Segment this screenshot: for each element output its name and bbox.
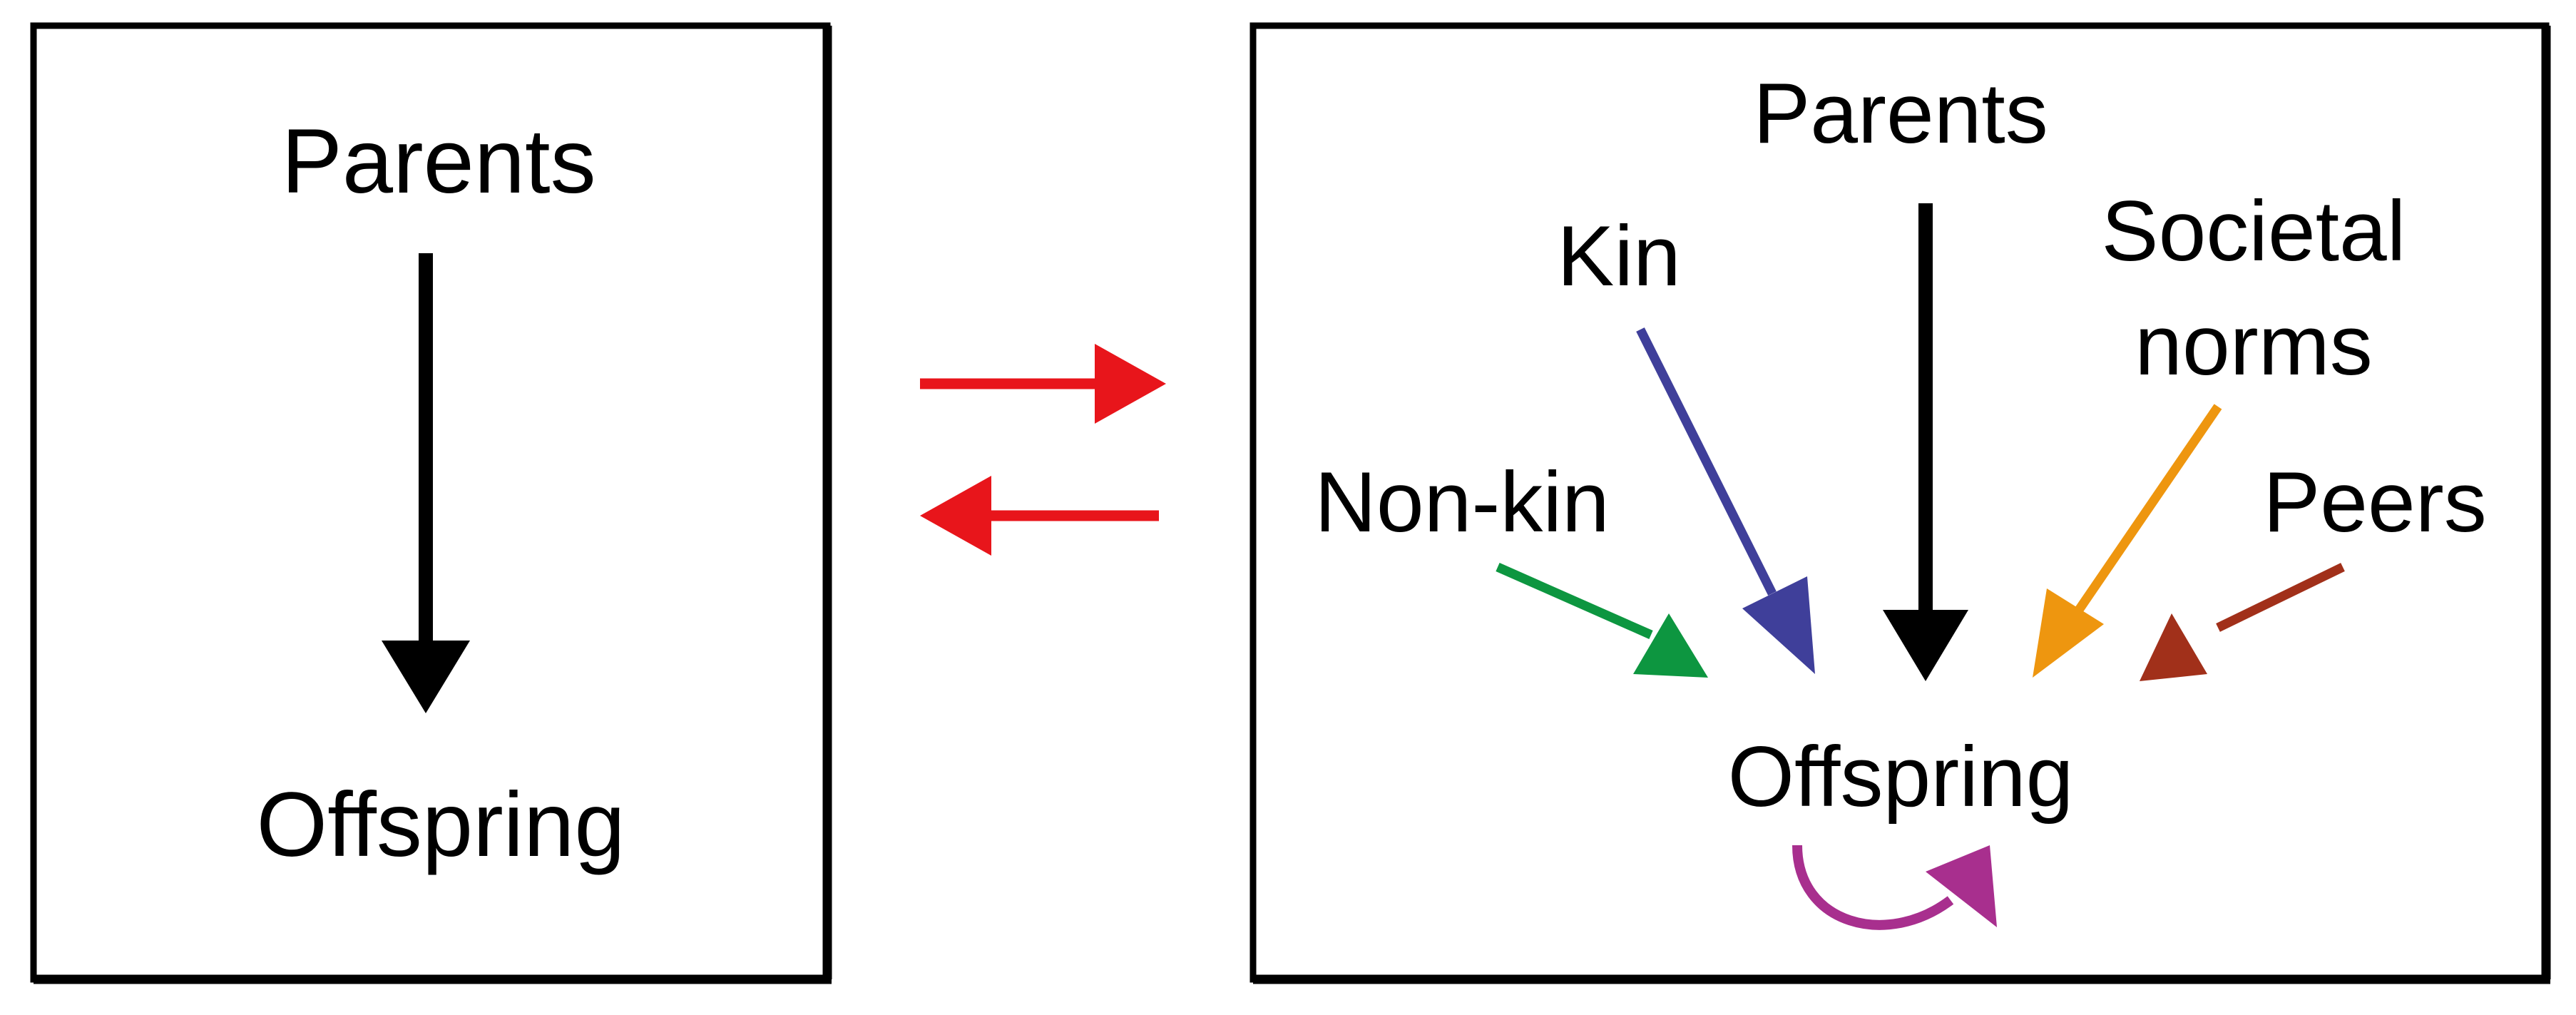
self-transmission-arrow (1792, 845, 1997, 930)
left-pointing-arrow (920, 476, 1159, 556)
left-parents-label: Parents (281, 111, 596, 213)
right-pointing-arrow (920, 344, 1166, 424)
offspring-label: Offspring (1728, 729, 2074, 825)
kin-label: Kin (1557, 208, 1680, 304)
societal-norms-arrow (2033, 404, 2222, 678)
parents-arrow (1883, 203, 1968, 681)
kin-arrow (1636, 327, 1815, 674)
societal-norms-label-line1: Societal (2102, 183, 2406, 279)
peers-arrow (2140, 563, 2345, 681)
non-kin-arrow (1496, 563, 1708, 678)
societal-norms-label-line2: norms (2135, 297, 2372, 393)
non-kin-label: Non-kin (1314, 454, 1610, 550)
left-panel: Parents Offspring (30, 22, 832, 984)
right-panel: Parents Kin Societal norms Non-kin Peers… (1249, 22, 2551, 984)
parents-label: Parents (1753, 66, 2048, 161)
peers-label: Peers (2263, 454, 2486, 550)
exchange-arrows (920, 344, 1166, 556)
left-offspring-label: Offspring (257, 774, 625, 876)
left-parents-to-offspring-arrow (382, 253, 470, 713)
